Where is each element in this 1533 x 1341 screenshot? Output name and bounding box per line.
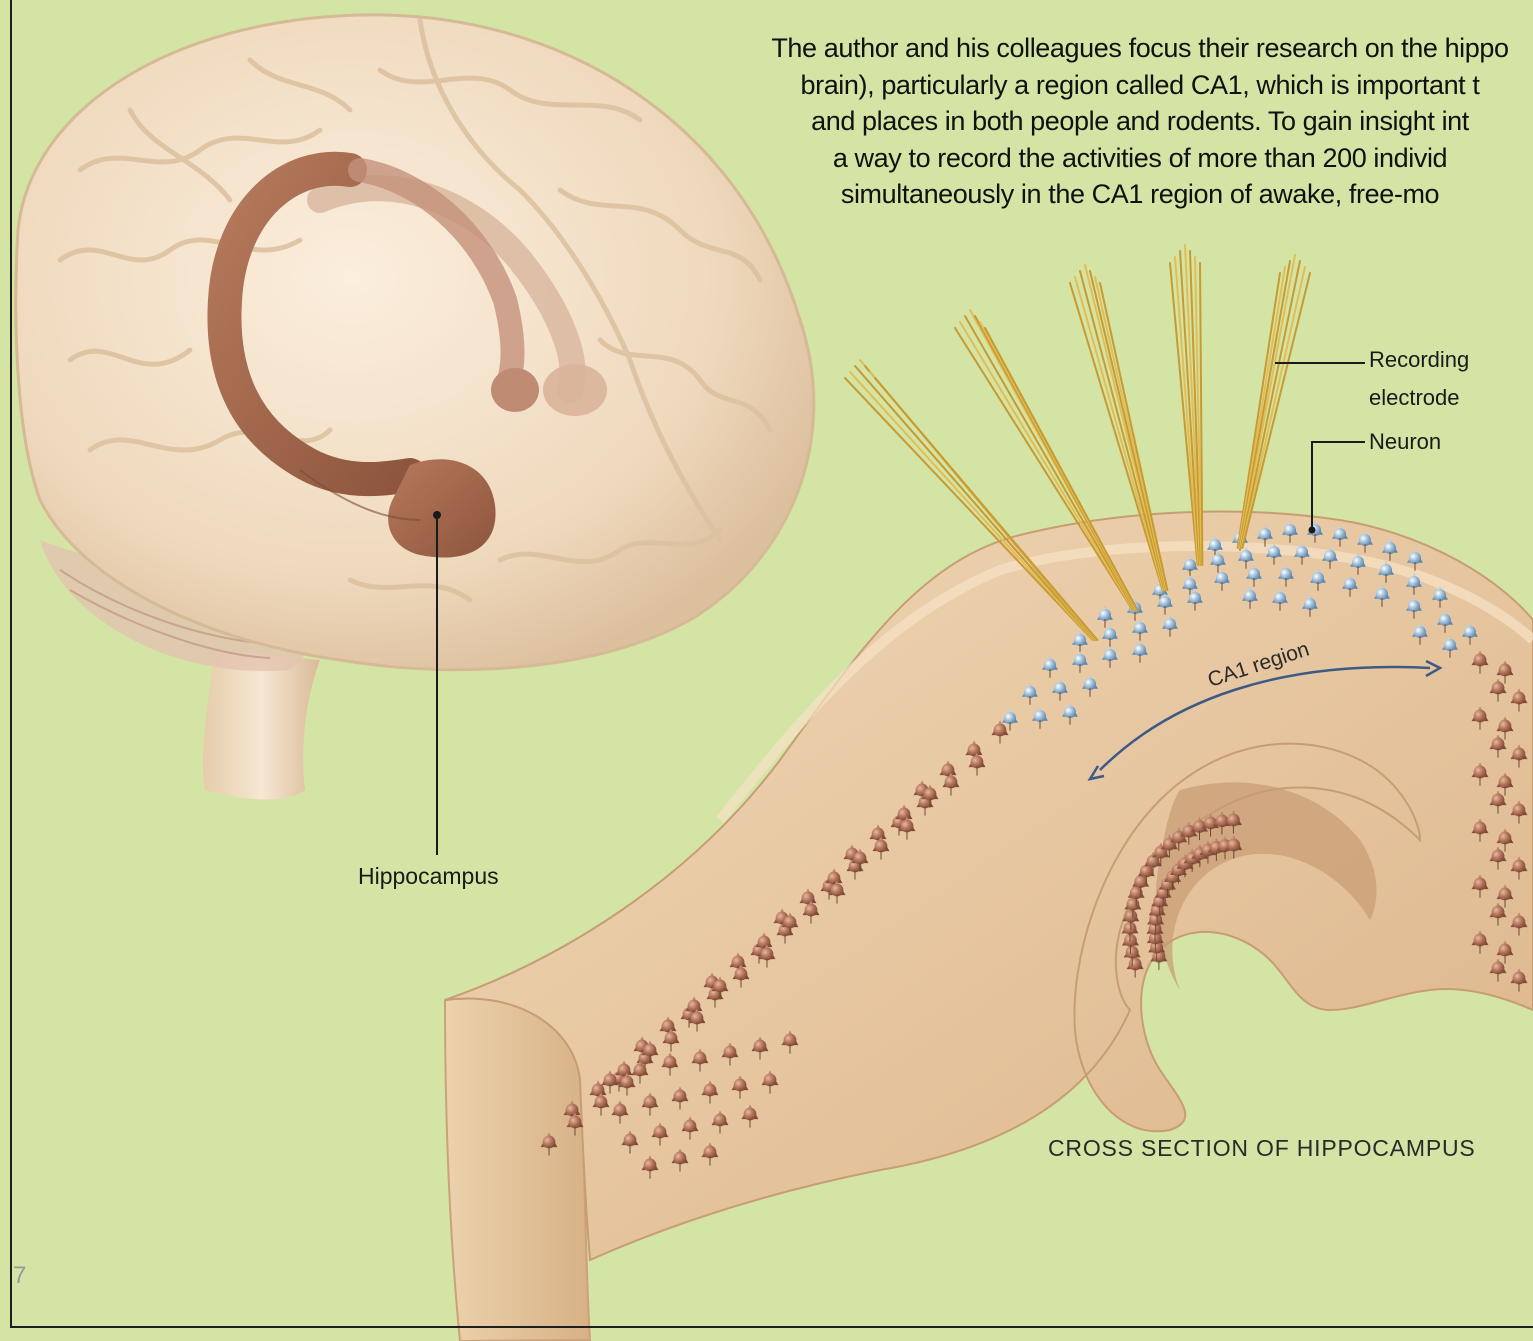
hippocampus-label: Hippocampus <box>358 863 499 890</box>
frame-border-left <box>10 0 12 1328</box>
frame-border-bottom <box>10 1326 1533 1328</box>
page-number: 7 <box>13 1262 26 1290</box>
caption-line-2: brain), particularly a region called CA1… <box>640 67 1533 104</box>
caption-line-5: simultaneously in the CA1 region of awak… <box>640 176 1533 213</box>
cross-section-title: CROSS SECTION OF HIPPOCAMPUS <box>1048 1135 1476 1162</box>
recording-electrode-label: Recording electrode <box>1369 341 1469 417</box>
caption-line-3: and places in both people and rodents. T… <box>640 103 1533 140</box>
caption-line-4: a way to record the activities of more t… <box>640 140 1533 177</box>
brain-stem <box>203 650 320 799</box>
recording-electrode-label-line2: electrode <box>1369 379 1469 417</box>
caption-line-1: The author and his colleagues focus thei… <box>640 30 1533 67</box>
recording-electrode-label-line1: Recording <box>1369 341 1469 379</box>
neuron-label: Neuron <box>1369 429 1441 455</box>
figure-caption: The author and his colleagues focus thei… <box>640 30 1533 280</box>
